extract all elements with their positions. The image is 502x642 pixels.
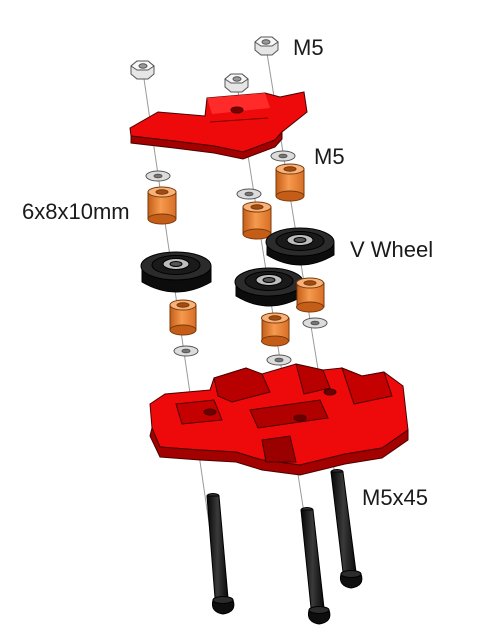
top-nut-left bbox=[130, 60, 155, 80]
spacer-lower-middle bbox=[261, 312, 290, 347]
washer-lower-left bbox=[173, 345, 199, 357]
spacer-upper-right bbox=[275, 163, 305, 202]
axis-line-left bbox=[142, 71, 222, 606]
spacer-lower-right bbox=[296, 277, 325, 313]
label-mid-nut: M5 bbox=[314, 144, 345, 169]
spacer-upper-middle bbox=[242, 201, 272, 240]
bolt-left bbox=[206, 493, 235, 615]
washer-lower-right bbox=[302, 317, 328, 329]
washer-upper-middle bbox=[236, 188, 262, 200]
v-wheel-left bbox=[140, 251, 212, 293]
top-nut-middle bbox=[224, 73, 249, 93]
washer-lower-middle bbox=[266, 354, 292, 366]
spacer-lower-left bbox=[169, 299, 197, 336]
washer-upper-right bbox=[270, 150, 296, 162]
top-plate bbox=[129, 91, 308, 160]
spacer-upper-left bbox=[147, 186, 177, 225]
label-top-nut: M5 bbox=[293, 35, 324, 60]
label-v-wheel: V Wheel bbox=[350, 237, 434, 262]
label-bolt: M5x45 bbox=[362, 485, 429, 510]
top-nut-right bbox=[254, 36, 279, 56]
bolt-middle bbox=[300, 507, 331, 625]
bolt-right bbox=[330, 469, 363, 589]
v-wheel-right bbox=[265, 227, 335, 266]
washer-upper-left bbox=[145, 170, 171, 182]
label-spacer: 6x8x10mm bbox=[22, 199, 130, 224]
bottom-plate bbox=[149, 363, 409, 476]
v-wheel-middle bbox=[234, 267, 304, 307]
